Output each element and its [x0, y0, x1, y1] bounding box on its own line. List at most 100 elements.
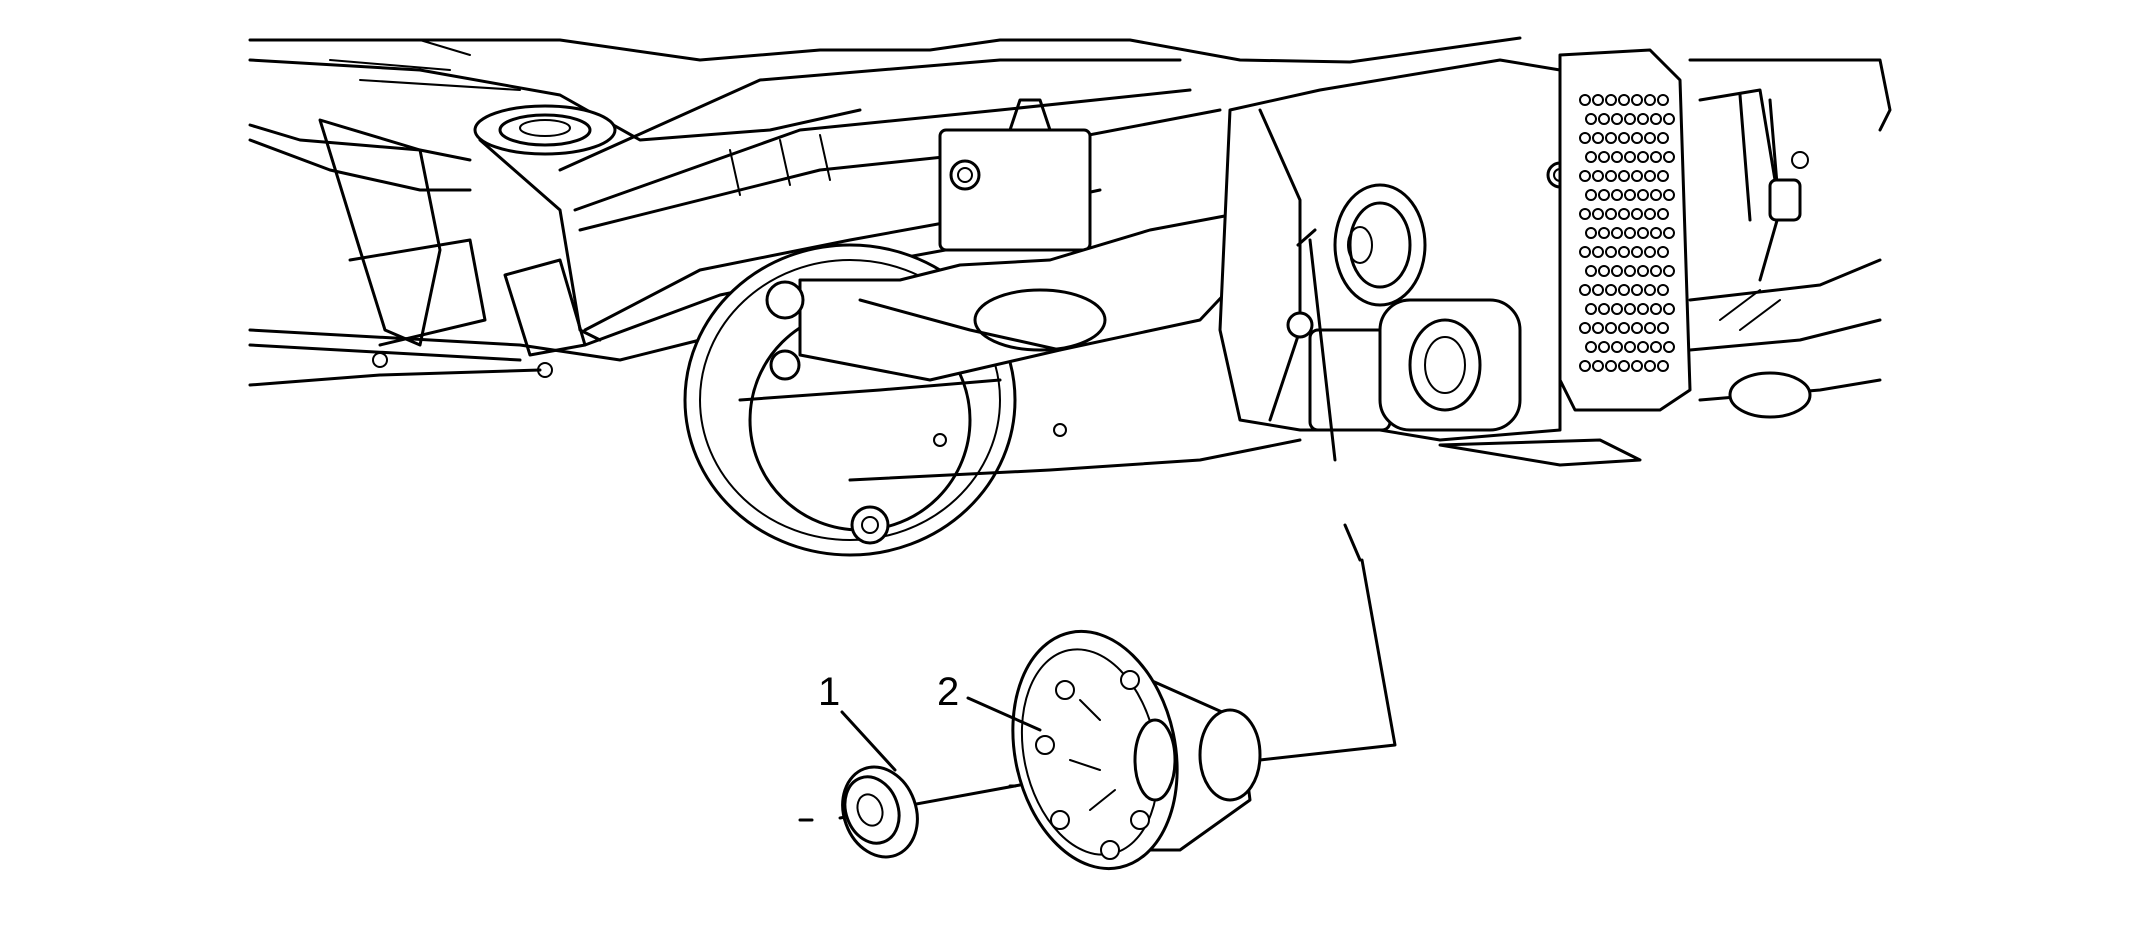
cover-hole — [1592, 208, 1604, 220]
cover-hole — [1598, 189, 1610, 201]
cover-hole — [1663, 227, 1675, 239]
cover-hole — [1657, 170, 1669, 182]
cover-hole — [1618, 132, 1630, 144]
cover-hole — [1657, 322, 1669, 334]
cover-hole — [1644, 132, 1656, 144]
cover-hole — [1579, 360, 1591, 372]
cover-hole — [1579, 170, 1591, 182]
cover-hole — [1631, 170, 1643, 182]
cover-hole — [1605, 94, 1617, 106]
floor-pan — [248, 36, 1522, 192]
cover-hole — [1663, 265, 1675, 277]
cover-hole — [1644, 94, 1656, 106]
callout-2: 2 — [937, 670, 1042, 732]
right-side-components — [1688, 58, 1892, 419]
cover-hole — [1585, 189, 1597, 201]
cover-hole — [1624, 189, 1636, 201]
cover-hole — [1585, 265, 1597, 277]
callout-1: 1 — [818, 670, 897, 772]
cover-hole — [1592, 132, 1604, 144]
cover-hole — [1585, 227, 1597, 239]
cover-hole — [1605, 246, 1617, 258]
cover-hole — [1644, 246, 1656, 258]
cover-hole — [1611, 265, 1623, 277]
cover-hole — [1579, 94, 1591, 106]
cover-hole — [1598, 113, 1610, 125]
cover-hole — [1598, 227, 1610, 239]
cover-hole — [1618, 246, 1630, 258]
cover-hole — [1618, 322, 1630, 334]
cover-hole — [1644, 208, 1656, 220]
cover-hole — [1624, 113, 1636, 125]
cover-hole — [1592, 284, 1604, 296]
cover-hole — [1585, 341, 1597, 353]
cover-hole — [1663, 341, 1675, 353]
cover-hole — [1644, 322, 1656, 334]
differential-housing — [1218, 58, 1642, 467]
cover-hole — [1605, 208, 1617, 220]
cover-hole — [1618, 284, 1630, 296]
cover-hole — [1657, 94, 1669, 106]
cover-hole — [1644, 170, 1656, 182]
cover-hole — [1631, 322, 1643, 334]
cover-hole — [1605, 360, 1617, 372]
cover-hole — [1650, 113, 1662, 125]
cover-hole — [1598, 303, 1610, 315]
cover-hole — [1592, 94, 1604, 106]
cover-hole — [1650, 227, 1662, 239]
cover-hole — [1644, 284, 1656, 296]
cover-hole — [1663, 113, 1675, 125]
cover-hole — [1650, 151, 1662, 163]
cover-hole — [1605, 170, 1617, 182]
cover-hole — [1650, 303, 1662, 315]
cover-hole — [1605, 132, 1617, 144]
cover-hole — [1637, 113, 1649, 125]
cover-hole — [1624, 227, 1636, 239]
cover-hole — [1624, 151, 1636, 163]
cover-hole — [1592, 246, 1604, 258]
cover-hole — [1657, 246, 1669, 258]
callout-label-1: 1 — [818, 670, 840, 714]
cover-hole — [1592, 322, 1604, 334]
cover-hole — [1650, 189, 1662, 201]
cover-hole — [1663, 303, 1675, 315]
cover-hole — [1650, 341, 1662, 353]
cover-hole — [1598, 151, 1610, 163]
control-arm — [738, 213, 1302, 482]
cover-hole — [1650, 265, 1662, 277]
cover-hole — [1579, 208, 1591, 220]
cover-hole — [1657, 208, 1669, 220]
cover-hole — [1598, 341, 1610, 353]
cover-hole — [1611, 341, 1623, 353]
cover-hole — [1663, 151, 1675, 163]
cover-hole — [1611, 303, 1623, 315]
cover-hole — [1618, 170, 1630, 182]
cover-hole — [1585, 303, 1597, 315]
cover-hole — [1637, 151, 1649, 163]
cover-hole — [1644, 360, 1656, 372]
cover-hole — [1631, 284, 1643, 296]
cover-hole — [1631, 208, 1643, 220]
cover-hole — [1598, 265, 1610, 277]
cover-hole — [1631, 94, 1643, 106]
cover-hole — [1579, 322, 1591, 334]
cover-hole — [1637, 265, 1649, 277]
callout-label-2: 2 — [937, 670, 959, 714]
cover-hole — [1637, 341, 1649, 353]
cover-hole — [1631, 246, 1643, 258]
cover-hole — [1657, 360, 1669, 372]
cover-hole — [1657, 132, 1669, 144]
cover-hole — [1637, 189, 1649, 201]
cross-member — [558, 58, 1222, 347]
cover-hole — [1624, 341, 1636, 353]
cover-hole — [1605, 284, 1617, 296]
cover-hole — [1592, 360, 1604, 372]
cover-hole — [1611, 113, 1623, 125]
cover-hole — [1624, 265, 1636, 277]
cover-hole — [1631, 360, 1643, 372]
cover-hole — [1637, 303, 1649, 315]
cover-hole — [1611, 189, 1623, 201]
cover-hole — [1585, 151, 1597, 163]
cover-hole — [1618, 208, 1630, 220]
